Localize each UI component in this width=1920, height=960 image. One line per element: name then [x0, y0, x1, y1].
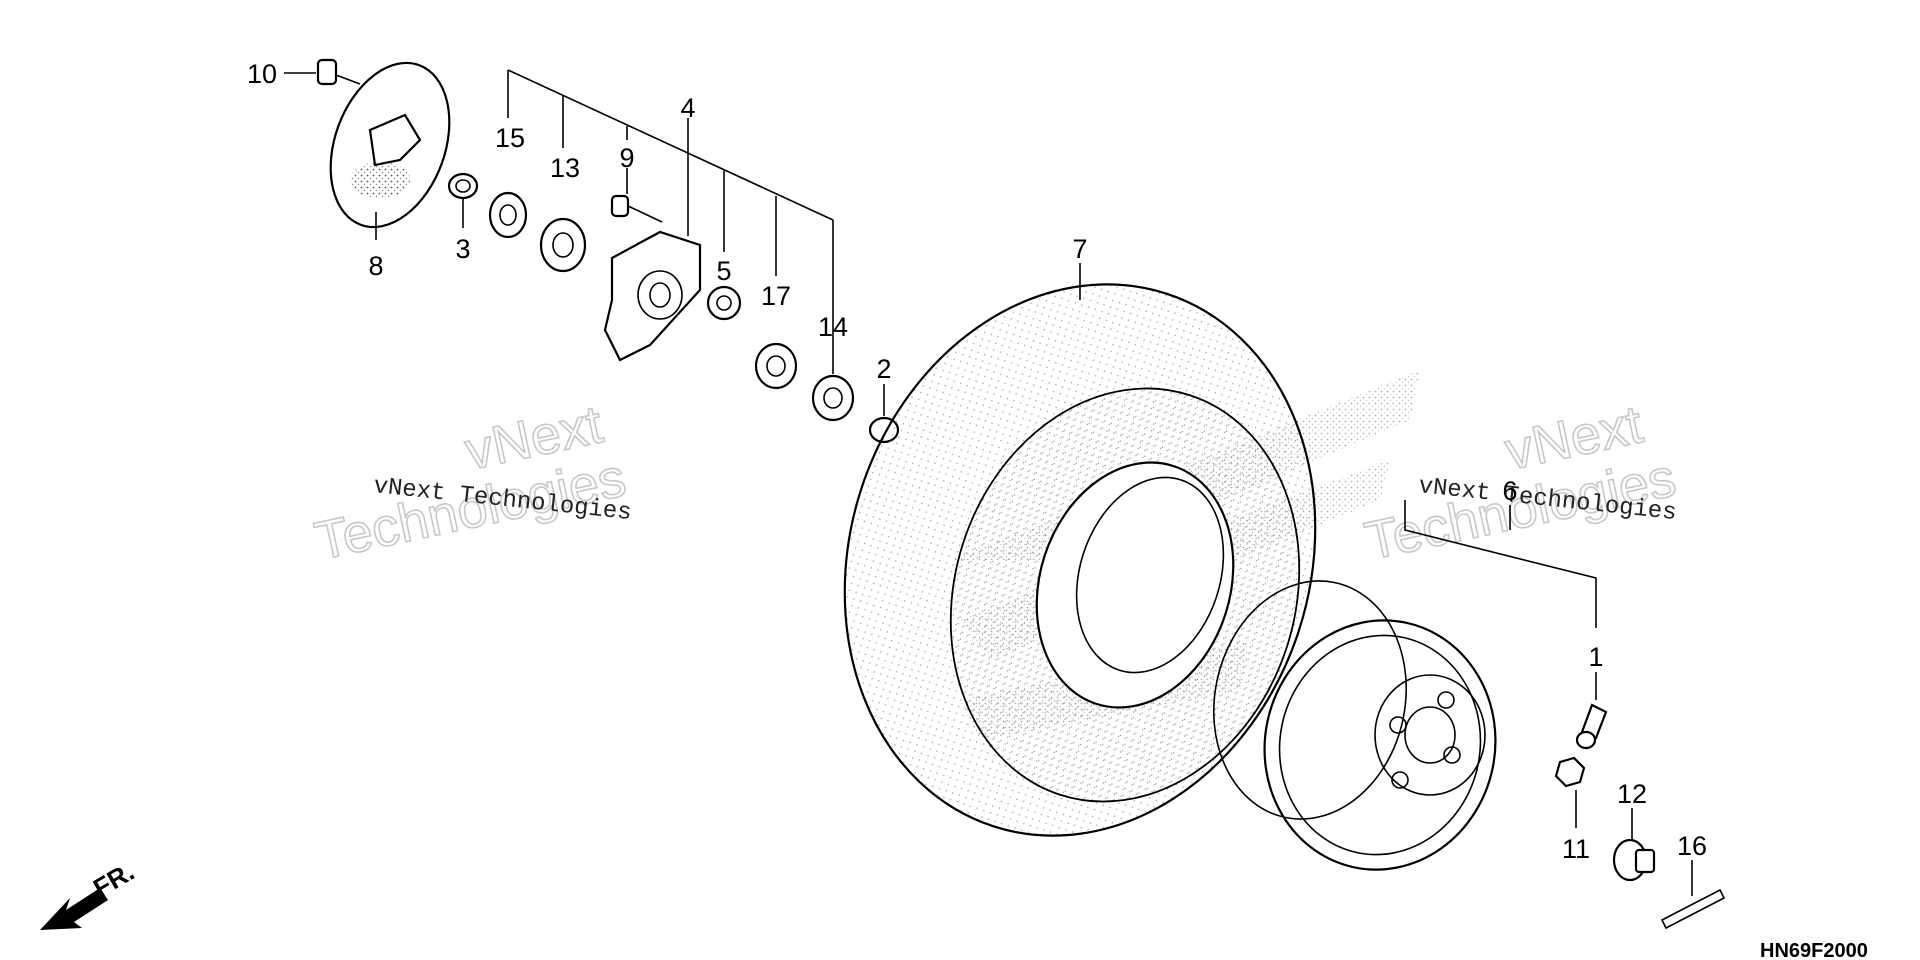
callout-14: 14: [818, 312, 848, 342]
part-14-bearing: [811, 220, 855, 422]
part-15-bearing: [488, 191, 528, 239]
group-bracket-upper: [507, 69, 834, 276]
part-8-brake-disc: [329, 61, 451, 240]
part-7-tire: [843, 263, 1317, 837]
callout-16: 16: [1677, 831, 1707, 861]
callout-17: 17: [761, 281, 791, 311]
callout-1: 1: [1588, 642, 1603, 672]
part-17-bearing: [754, 342, 798, 390]
part-4-hub: [603, 118, 702, 362]
part-12-cap-nut: [1612, 808, 1656, 882]
callout-13: 13: [550, 153, 580, 183]
callout-9: 9: [619, 143, 634, 173]
group-bracket-rim: [1404, 500, 1597, 628]
callout-8: 8: [368, 251, 383, 281]
diagram-reference-code: HN69F2000: [1760, 940, 1868, 960]
callout-11: 11: [1562, 834, 1590, 864]
callout-10: 10: [247, 59, 277, 89]
watermark-right: vNext Technologies vNext Technologies: [1359, 394, 1681, 573]
part-3-seal: [447, 172, 479, 228]
part-16-cotter-pin: [1660, 860, 1726, 930]
callout-3: 3: [455, 234, 470, 264]
callout-12: 12: [1617, 779, 1647, 809]
callout-2: 2: [876, 354, 891, 384]
callout-6: 6: [1502, 476, 1517, 506]
part-1-valve-stem: [1575, 672, 1608, 750]
callout-4: 4: [680, 93, 695, 123]
part-9-bolt: [610, 168, 663, 223]
part-11-nut: [1554, 756, 1586, 828]
callout-7: 7: [1072, 234, 1087, 264]
part-5-collar: [706, 285, 742, 321]
callout-5: 5: [716, 256, 731, 286]
part-6-wheel-rim: [1212, 580, 1497, 871]
part-10-bolt: [284, 58, 361, 86]
part-13-bearing: [539, 217, 587, 273]
callout-15: 15: [495, 123, 525, 153]
front-direction-arrow: FR.: [40, 856, 139, 930]
watermark-left: vNext Technologies vNext Technologies: [309, 394, 633, 573]
